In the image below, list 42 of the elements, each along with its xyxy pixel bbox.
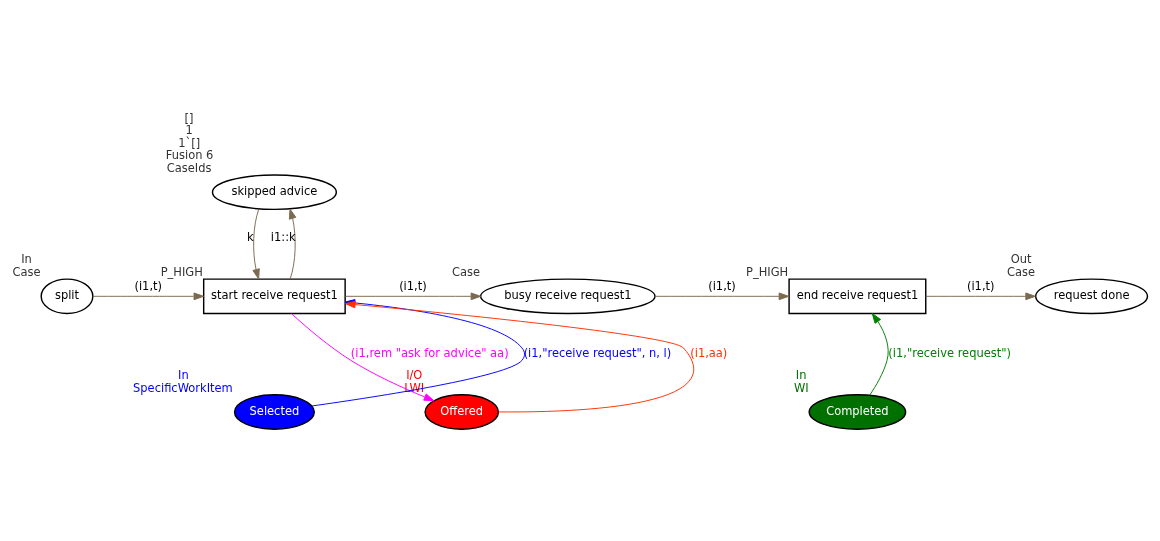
node-ellipse: busy receive request1 bbox=[479, 277, 656, 314]
node-label: Fusion 6 bbox=[165, 147, 214, 162]
node-label: Out bbox=[1010, 251, 1032, 266]
edge-label: (i1,"receive request") bbox=[888, 345, 1011, 360]
node-label: In bbox=[21, 251, 32, 266]
edge-label: i1::k bbox=[270, 229, 296, 244]
arrow bbox=[925, 292, 1036, 300]
arrow bbox=[291, 312, 435, 401]
arrow bbox=[344, 292, 482, 300]
edge-label: (i1,t) bbox=[966, 278, 995, 293]
node-label: WI bbox=[793, 380, 809, 395]
edge-label: k bbox=[246, 229, 254, 244]
arrow bbox=[288, 208, 297, 279]
node-label: In bbox=[178, 367, 189, 382]
edge-label: (i1,t) bbox=[399, 278, 427, 293]
node-label: P_HIGH bbox=[746, 264, 789, 279]
arrow bbox=[654, 292, 790, 300]
edge-label: (i1,aa) bbox=[690, 345, 728, 360]
node-label: P_HIGH bbox=[160, 264, 203, 279]
arrow bbox=[869, 312, 889, 396]
node-ellipse: Selected bbox=[233, 393, 315, 430]
node-label: CaseIds bbox=[166, 160, 212, 175]
edge-label: (i1,rem "ask for advice" aa) bbox=[350, 345, 509, 360]
edge-label: (i1,"receive request", n, l) bbox=[523, 345, 672, 360]
node-label: Case bbox=[1007, 264, 1036, 279]
node-ellipse: skipped advice bbox=[211, 173, 338, 210]
node-ellipse: request done bbox=[1035, 277, 1149, 314]
edge-label: (i1,t) bbox=[708, 278, 736, 293]
node-ellipse: Completed bbox=[808, 393, 907, 430]
node-box: start receive request1 bbox=[202, 277, 346, 314]
node-label: SpecificWorkItem bbox=[133, 380, 233, 395]
node-label: Case bbox=[452, 264, 481, 279]
node-ellipse: split bbox=[40, 277, 94, 314]
arrow bbox=[92, 292, 205, 300]
node-box: end receive request1 bbox=[788, 277, 927, 314]
node-label: In bbox=[795, 367, 807, 382]
arrow bbox=[252, 208, 260, 279]
edge-label: (i1,t) bbox=[134, 278, 163, 293]
node-label: I/O bbox=[406, 367, 423, 382]
node-label: [] bbox=[184, 110, 194, 125]
node-label: 1`[] bbox=[178, 135, 201, 150]
node-label: Case bbox=[12, 264, 41, 279]
